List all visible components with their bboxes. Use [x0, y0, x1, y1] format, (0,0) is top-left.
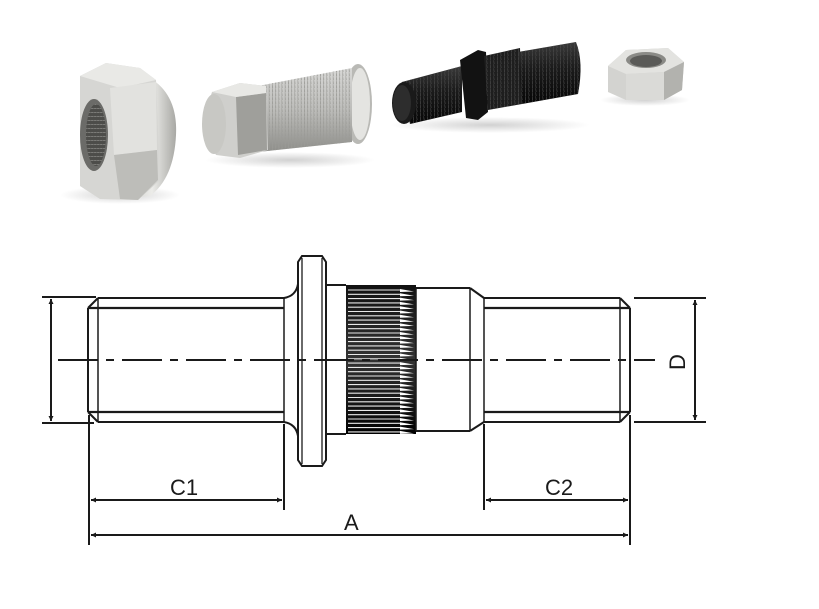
dimension-d [634, 297, 706, 423]
dimension-left-diameter [42, 296, 96, 424]
hex-cap-nut-render [60, 63, 180, 204]
knurl-teeth [400, 289, 414, 434]
hex-nut-render [600, 48, 690, 106]
label-a: A [344, 510, 359, 535]
right-shank [483, 297, 631, 423]
label-c1: C1 [170, 475, 199, 500]
knurl-lines [348, 289, 400, 433]
label-c2: C2 [545, 475, 574, 500]
extension-lines [88, 415, 631, 545]
product-renders [60, 42, 690, 204]
sleeve-nut-render [202, 64, 375, 168]
label-d: D [664, 354, 690, 370]
black-stud-render [390, 42, 590, 133]
